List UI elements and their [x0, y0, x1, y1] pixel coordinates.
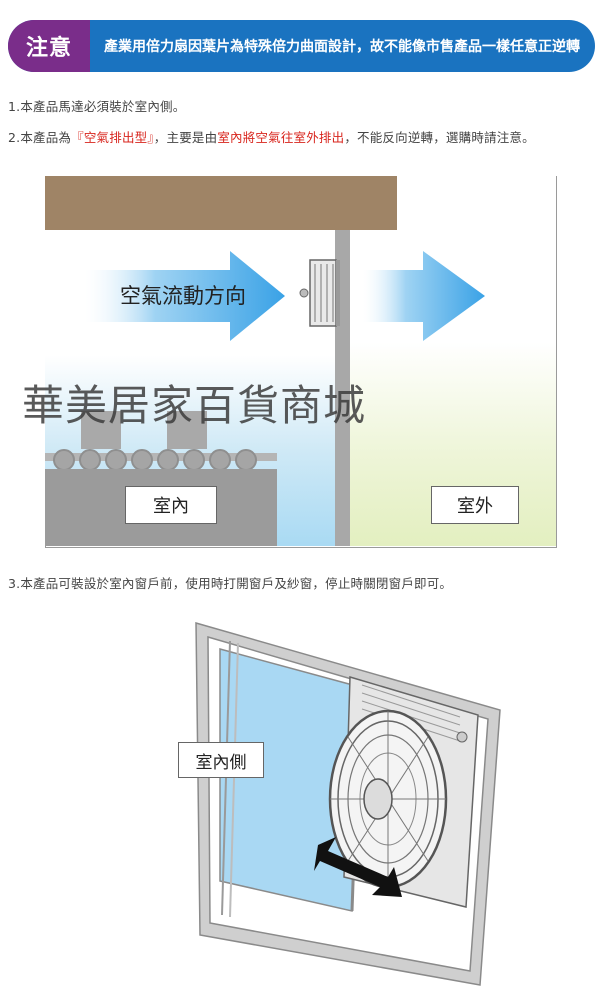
roller	[157, 449, 179, 471]
outdoor-area	[350, 176, 556, 546]
note-2-middle: ，主要是由	[153, 130, 218, 145]
note-1: 1.本產品馬達必須裝於室內側。	[8, 99, 186, 114]
roller	[131, 449, 153, 471]
outdoor-arrow-icon	[363, 251, 485, 341]
note-2-highlight-direction: 室內將空氣往室外排出	[217, 130, 345, 145]
note-2-suffix: ，不能反向逆轉，選購時請注意。	[344, 130, 535, 145]
roller	[209, 449, 231, 471]
roller	[235, 449, 257, 471]
flow-arrows	[85, 251, 485, 341]
window-install-diagram	[195, 622, 501, 986]
store-watermark: 華美居家百貨商城	[22, 381, 367, 430]
note-3: 3.本產品可裝設於室內窗戶前，使用時打開窗戶及紗窗，停止時關閉窗戶即可。	[8, 576, 453, 591]
indoor-side-label: 室內側	[178, 742, 264, 778]
airflow-diagram: 空氣流動方向 室內 室外	[45, 176, 557, 548]
machine-box	[167, 411, 207, 449]
outdoor-label: 室外	[431, 486, 519, 524]
note-2-prefix: 2.本產品為	[8, 130, 72, 145]
notice-banner: 注意 產業用倍力扇因葉片為特殊倍力曲面設計，故不能像市售產品一樣任意正逆轉	[8, 20, 595, 72]
airflow-direction-label: 空氣流動方向	[120, 284, 246, 308]
roller	[53, 449, 75, 471]
indoor-label: 室內	[125, 486, 217, 524]
roller	[183, 449, 205, 471]
machine-box	[81, 411, 121, 449]
roller	[79, 449, 101, 471]
double-arrow-icon	[314, 837, 402, 897]
indoor-arrow-icon	[85, 251, 285, 341]
wall-fan-icon	[299, 259, 340, 327]
notice-tag: 注意	[8, 20, 90, 72]
roller	[105, 449, 127, 471]
note-2-highlight-type: 『空氣排出型』	[71, 130, 154, 145]
note-2: 2.本產品為『空氣排出型』，主要是由室內將空氣往室外排出，不能反向逆轉，選購時請…	[8, 127, 535, 146]
notice-text: 產業用倍力扇因葉片為特殊倍力曲面設計，故不能像市售產品一樣任意正逆轉	[104, 39, 580, 55]
ceiling	[45, 176, 397, 230]
window-fan-icon	[328, 676, 479, 908]
